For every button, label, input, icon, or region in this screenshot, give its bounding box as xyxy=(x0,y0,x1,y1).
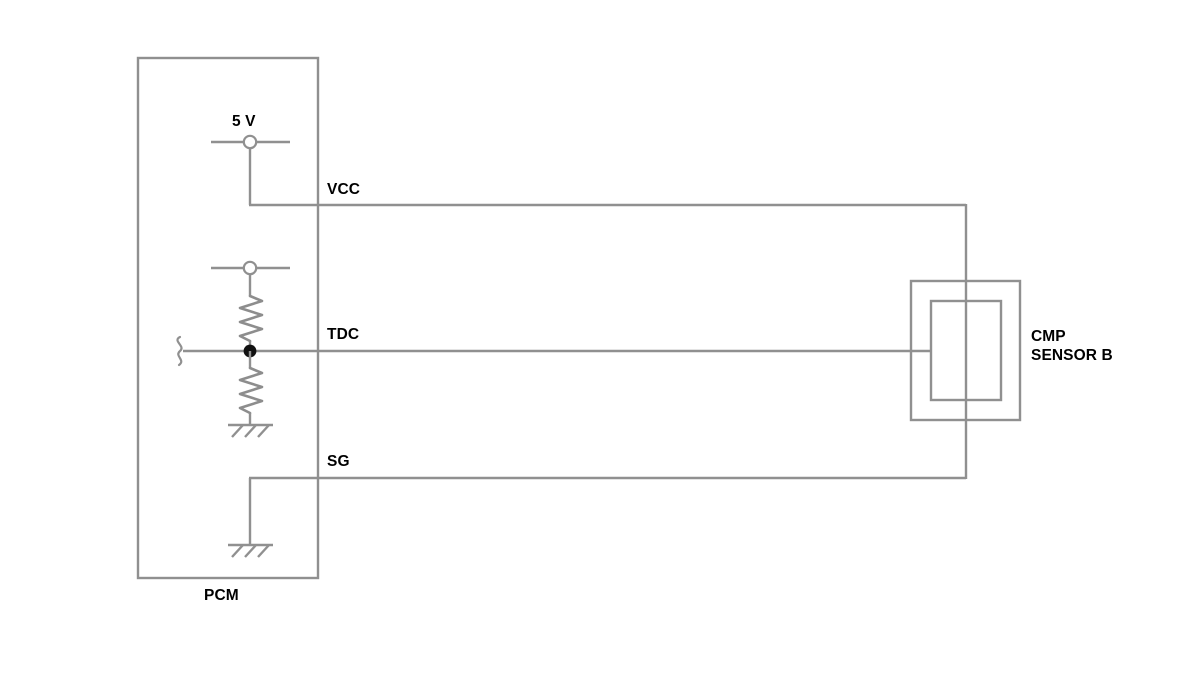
pcm-module-label: PCM xyxy=(204,587,239,604)
tdc-ground-icon xyxy=(228,423,273,438)
tdc-pullup-node-icon xyxy=(242,260,258,276)
sensor-inner-box xyxy=(929,299,1003,402)
supply-voltage-label: 5 V xyxy=(232,113,256,130)
wire-break-squiggle-icon xyxy=(176,335,183,367)
supply-terminal-node-icon xyxy=(242,134,258,150)
sensor-outer-box xyxy=(909,279,1022,422)
pulldown-resistor-icon xyxy=(238,366,264,415)
sg-ground-icon xyxy=(228,543,273,558)
tdc-wire-label: TDC xyxy=(327,326,360,343)
pullup-resistor-icon xyxy=(238,294,264,343)
sg-wire-label: SG xyxy=(327,453,350,470)
pcm-module-box xyxy=(136,56,320,580)
vcc-wire-label: VCC xyxy=(327,181,361,198)
cmp-sensor-label: CMP SENSOR B xyxy=(1031,328,1113,364)
